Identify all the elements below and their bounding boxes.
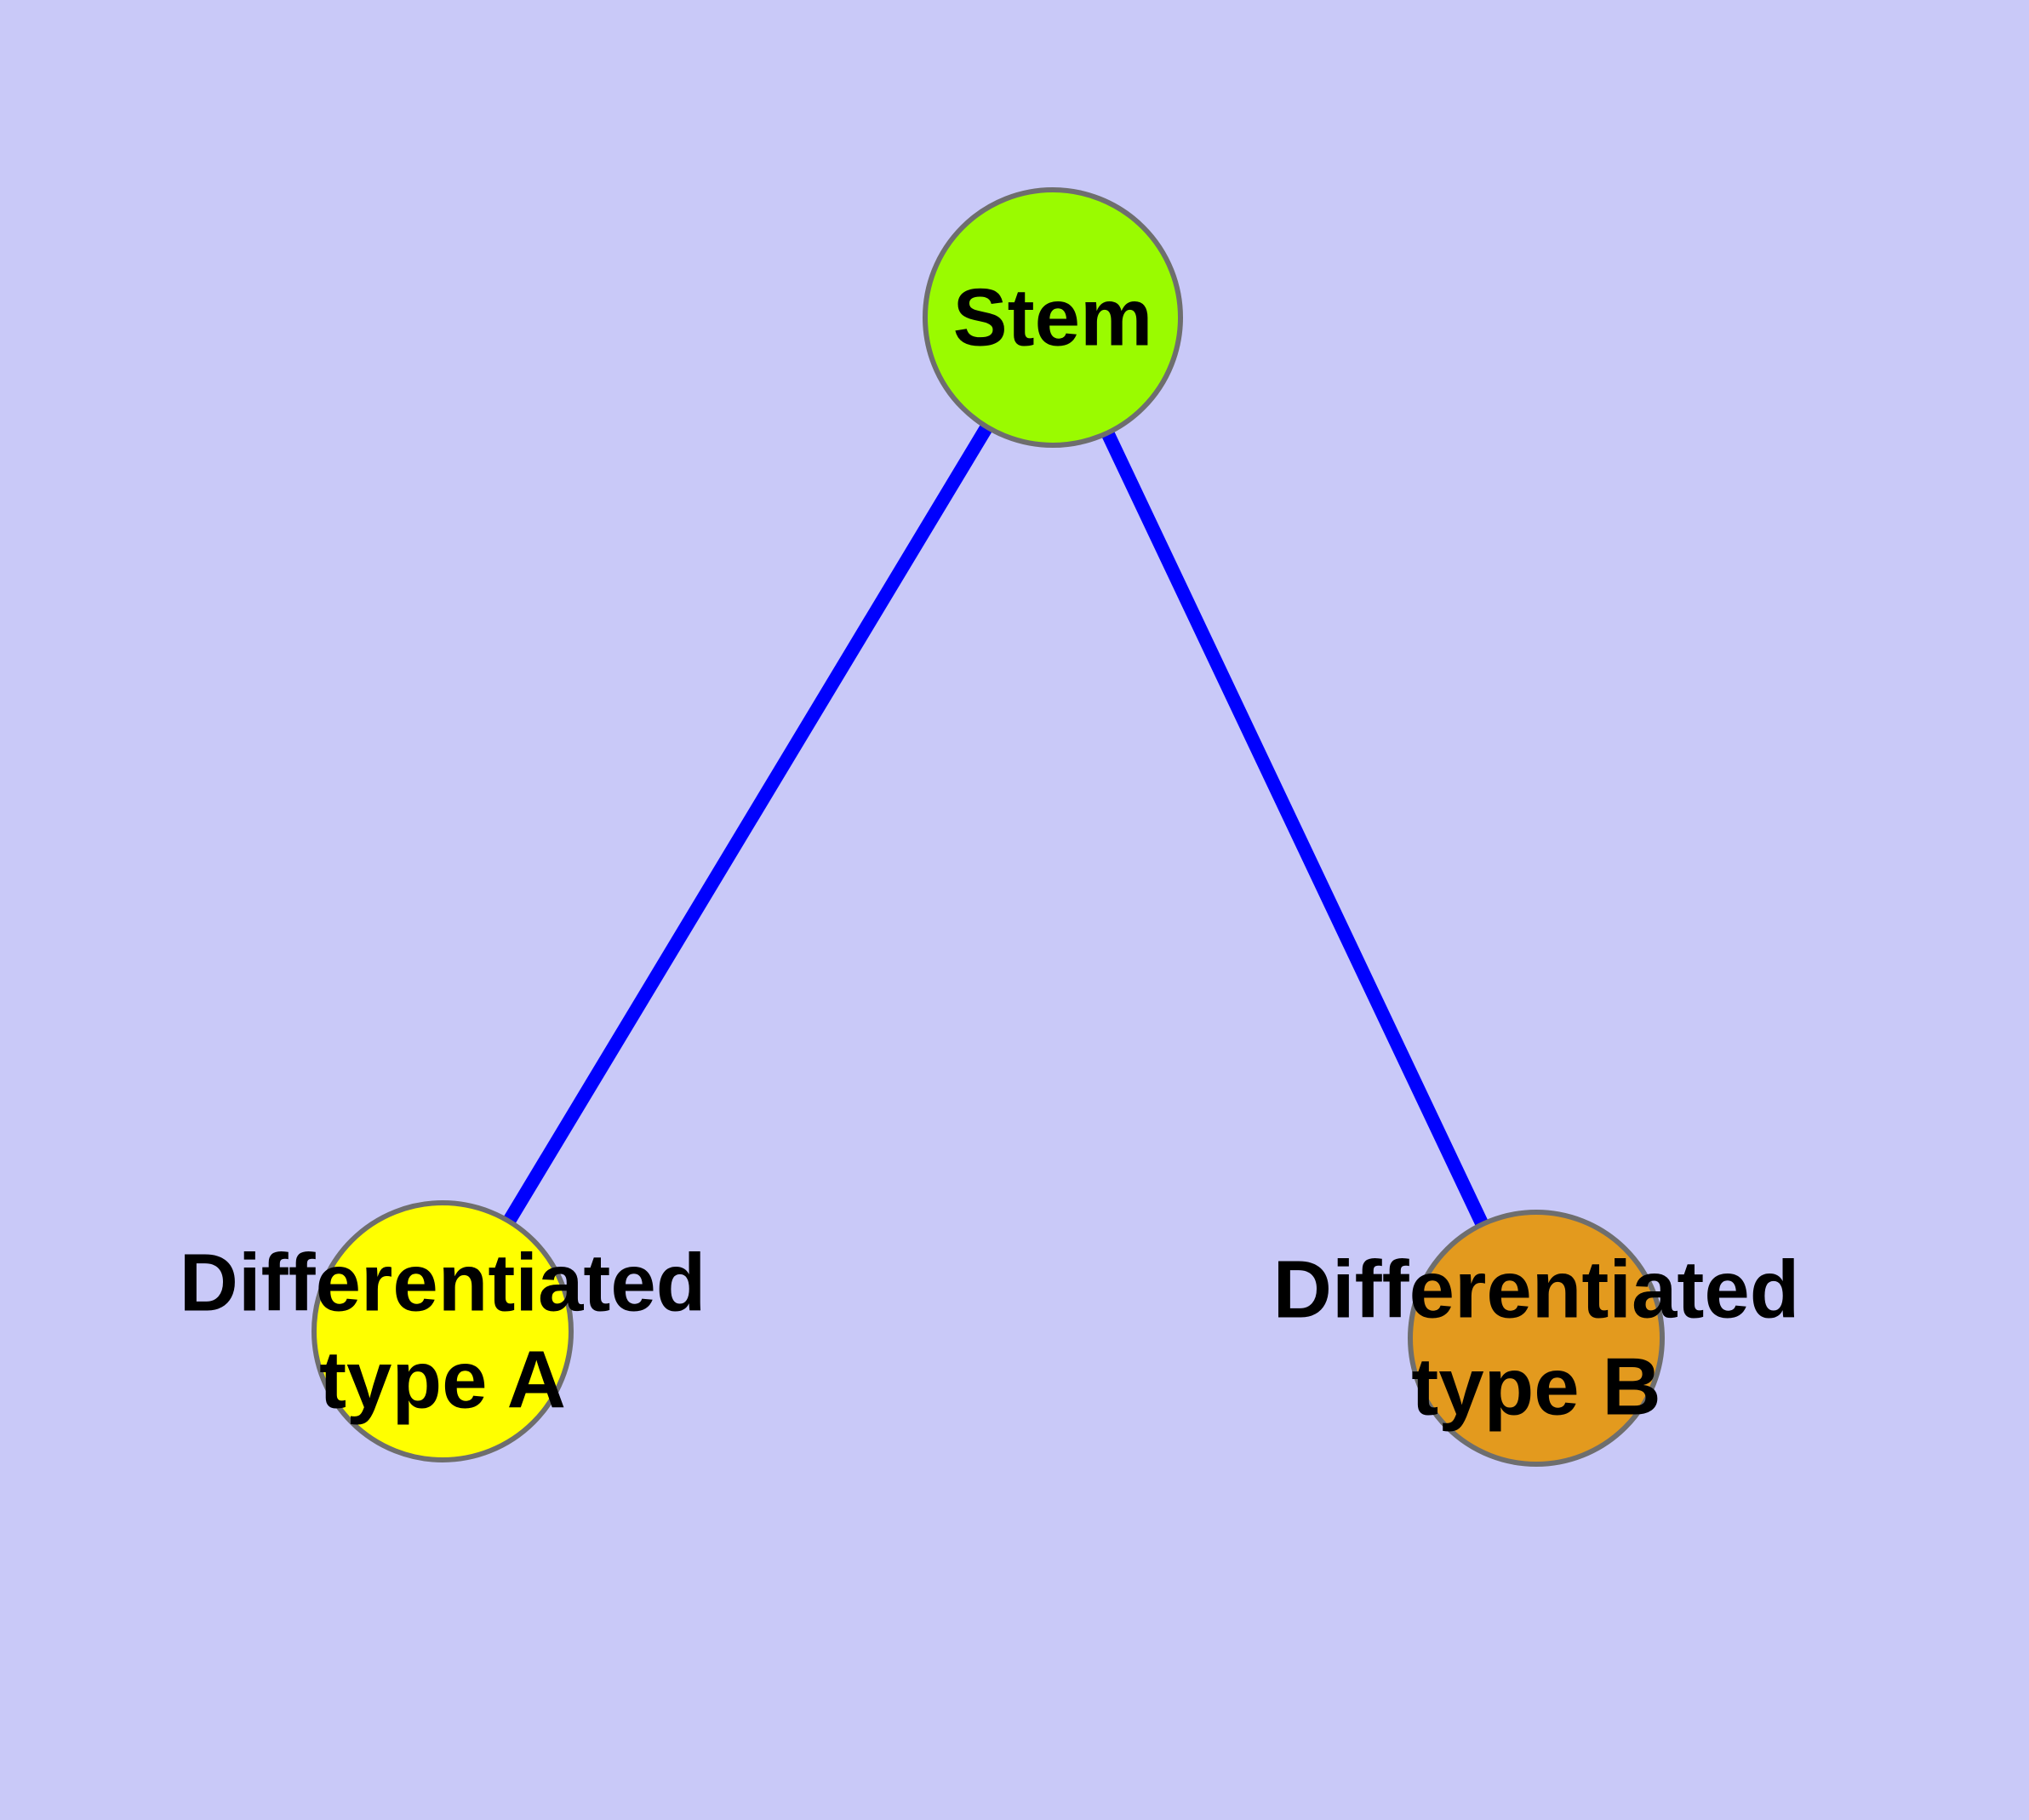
node-differentiated-type-b [1408,1210,1665,1467]
nodes-layer [311,187,1665,1467]
edges-layer [437,313,1543,1342]
node-label-differentiated-type-b-line-1: Differentiated [1273,1245,1800,1336]
node-differentiated-type-a [311,1200,574,1462]
node-label-differentiated-type-a-line-2: type A [319,1335,566,1426]
edge-stem-to-differentiated-type-a [437,313,1059,1336]
node-label-differentiated-type-a-line-1: Differentiated [180,1238,706,1329]
node-label-stem-line-1: Stem [953,272,1153,363]
node-label-differentiated-type-b-line-2: type B [1411,1342,1660,1433]
edge-stem-to-differentiated-type-b [1046,314,1543,1342]
node-stem [923,187,1183,448]
